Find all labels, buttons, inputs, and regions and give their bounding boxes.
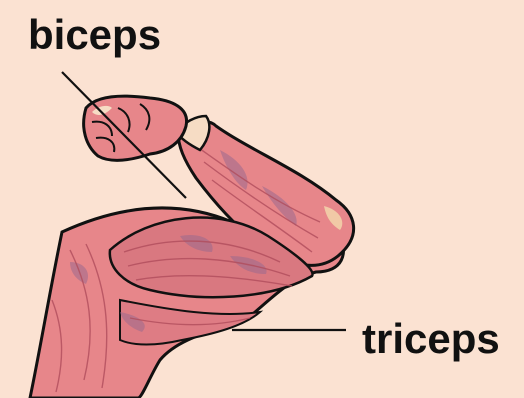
- fist-shape: [84, 96, 187, 160]
- biceps-label: biceps: [28, 14, 161, 56]
- triceps-label: triceps: [362, 318, 500, 360]
